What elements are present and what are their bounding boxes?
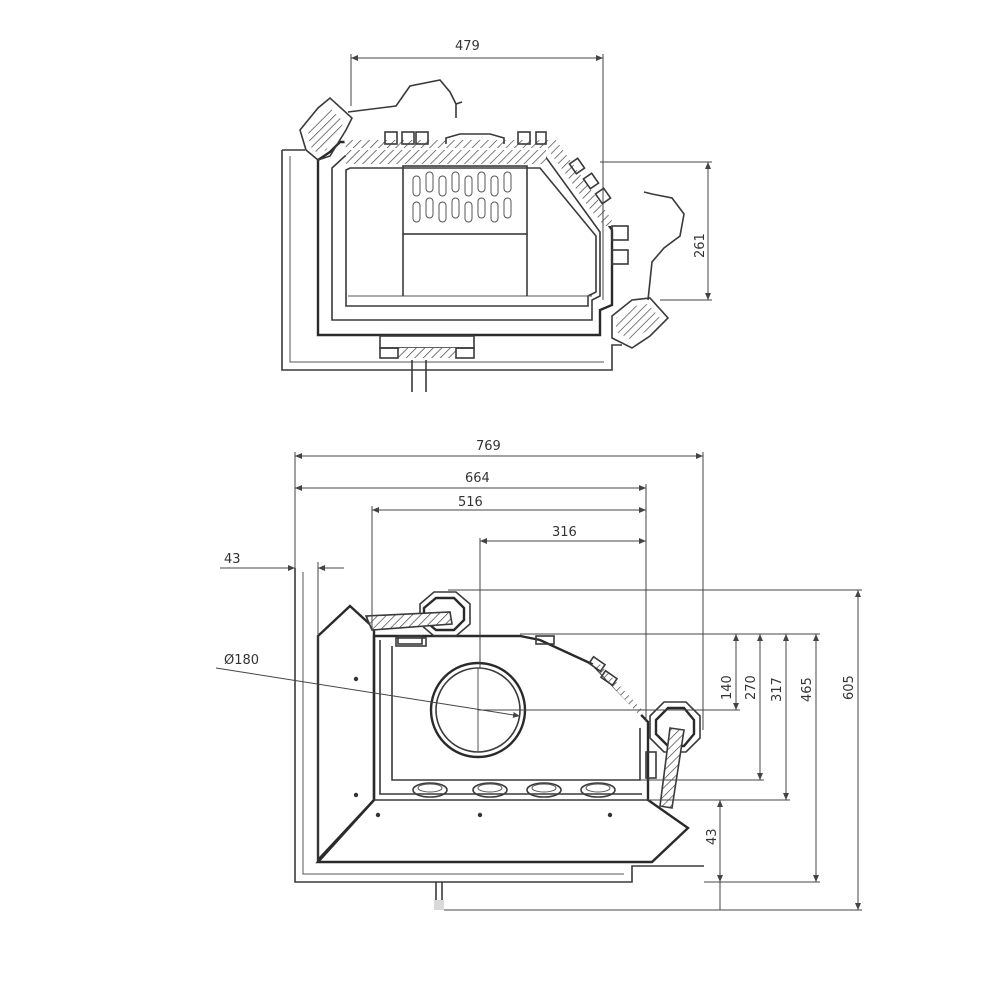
- front-view: 769 664 516 316 43: [215, 439, 862, 911]
- front-right-mount: [649, 701, 701, 753]
- dim-diameter: Ø180: [215, 653, 521, 718]
- dim-479: 479: [350, 39, 604, 300]
- grate-slots: [412, 171, 512, 223]
- dim-label-270: 270: [744, 675, 759, 700]
- dim-label-605: 605: [842, 675, 857, 700]
- dim-label-317: 317: [770, 677, 785, 702]
- dim-label-43-left: 43: [224, 552, 241, 567]
- dim-label-516: 516: [458, 495, 483, 510]
- top-grate: [402, 165, 528, 235]
- top-outer-frame: [281, 150, 622, 371]
- dim-516: 516: [371, 495, 646, 630]
- dim-label-140: 140: [720, 675, 735, 700]
- dim-label-479: 479: [455, 39, 480, 54]
- dim-label-769: 769: [476, 439, 501, 454]
- front-air-outlets: [412, 782, 616, 798]
- top-firebox-inner: [331, 155, 601, 321]
- front-left-wall: [316, 604, 376, 864]
- top-air-intake: [379, 335, 475, 349]
- dim-label-316: 316: [552, 525, 577, 540]
- dim-769: 769: [294, 439, 704, 730]
- dim-261: 261: [600, 161, 712, 301]
- right-dimension-group: 140 270 317 465 605 43: [444, 589, 862, 911]
- dim-label-465: 465: [800, 677, 815, 702]
- dim-43-left: 43: [220, 552, 344, 636]
- top-right-mount: [611, 297, 670, 349]
- top-firebox-core: [345, 167, 597, 307]
- dim-label-diameter: Ø180: [224, 653, 259, 668]
- front-outer-frame: [294, 568, 704, 883]
- dim-label-43-right: 43: [705, 828, 720, 845]
- front-right-rod: [660, 728, 684, 808]
- top-left-mount: [299, 96, 353, 161]
- top-view: 479 261: [281, 39, 712, 392]
- dim-664: 664: [294, 471, 647, 722]
- dim-316: 316: [479, 525, 646, 668]
- top-left-handle: [347, 79, 457, 118]
- front-left-mount: [419, 591, 471, 637]
- dim-label-261: 261: [693, 233, 708, 258]
- dim-label-664: 664: [465, 471, 490, 486]
- top-right-handle: [643, 191, 685, 301]
- top-outer-frame-inner: [289, 156, 604, 363]
